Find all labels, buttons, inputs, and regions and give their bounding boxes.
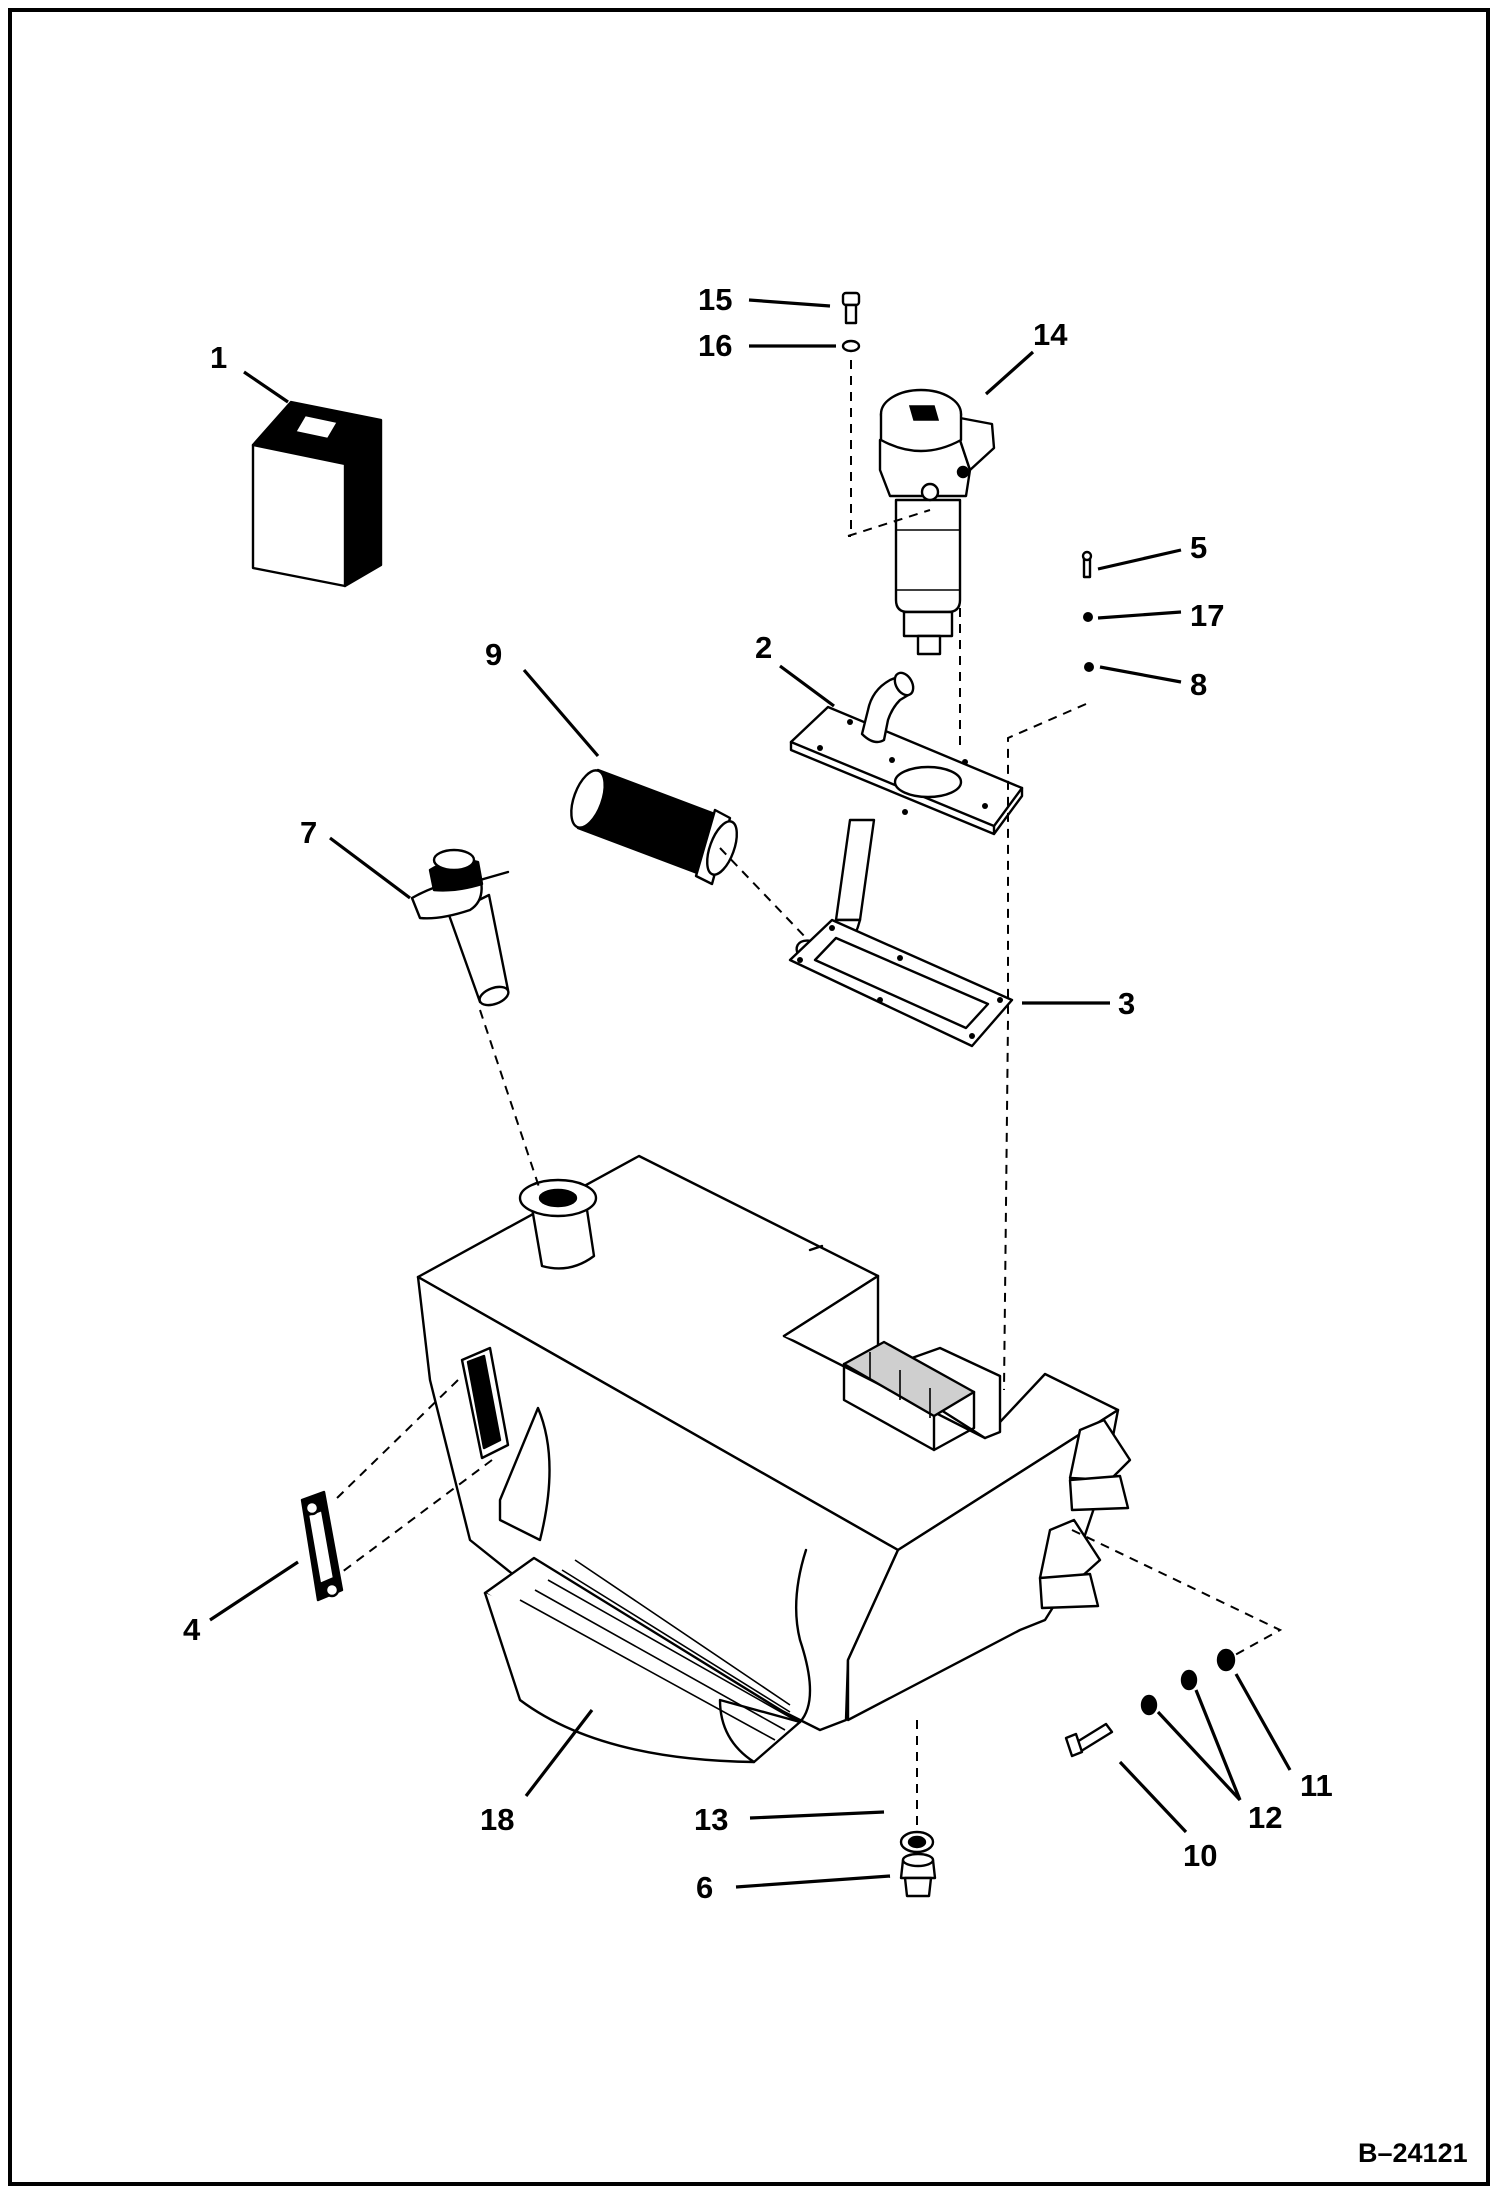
part-17-washer [1083, 612, 1093, 622]
callout-18: 18 [480, 1802, 514, 1837]
callout-2: 2 [755, 630, 772, 665]
part-8-nut [1084, 662, 1094, 672]
callout-1: 1 [210, 340, 227, 375]
callout-10: 10 [1183, 1838, 1217, 1873]
callout-14: 14 [1033, 317, 1068, 352]
callout-9: 9 [485, 637, 502, 672]
part-7-breather [410, 848, 510, 1007]
hydraulic-tank [416, 1154, 1132, 1764]
callout-5: 5 [1190, 530, 1207, 565]
callout-labels: 1 2 3 4 5 6 7 8 9 10 11 12 13 14 15 16 1… [183, 282, 1333, 1905]
part-12-washers [1140, 1669, 1198, 1716]
part-15-bolt [841, 291, 861, 325]
part-5-screw [1081, 550, 1093, 579]
callout-13: 13 [694, 1802, 728, 1837]
part-1-decal [251, 400, 383, 588]
callout-12: 12 [1248, 1800, 1282, 1835]
callout-7: 7 [300, 815, 317, 850]
callout-4: 4 [183, 1612, 201, 1647]
callout-17: 17 [1190, 598, 1224, 633]
drawing-border [8, 8, 1490, 2186]
part-3-gasket [788, 918, 1014, 1048]
callout-6: 6 [696, 1870, 713, 1905]
part-13-seal-washer [899, 1830, 935, 1854]
leader-lines [209, 298, 1292, 1889]
part-16-washer [841, 339, 861, 353]
assembly-lines [334, 360, 1283, 1830]
part-6-drain-plug [899, 1852, 937, 1898]
callout-16: 16 [698, 328, 732, 363]
part-9-strainer [570, 768, 738, 886]
callout-11: 11 [1300, 1768, 1333, 1803]
callout-3: 3 [1118, 986, 1135, 1021]
callout-15: 15 [698, 282, 732, 317]
part-14-filter-head [878, 388, 996, 656]
part-4-sight-gauge [300, 1490, 344, 1602]
part-10-bolt [1064, 1722, 1114, 1758]
callout-8: 8 [1190, 667, 1207, 702]
drawing-number: B–24121 [1358, 2138, 1468, 2168]
